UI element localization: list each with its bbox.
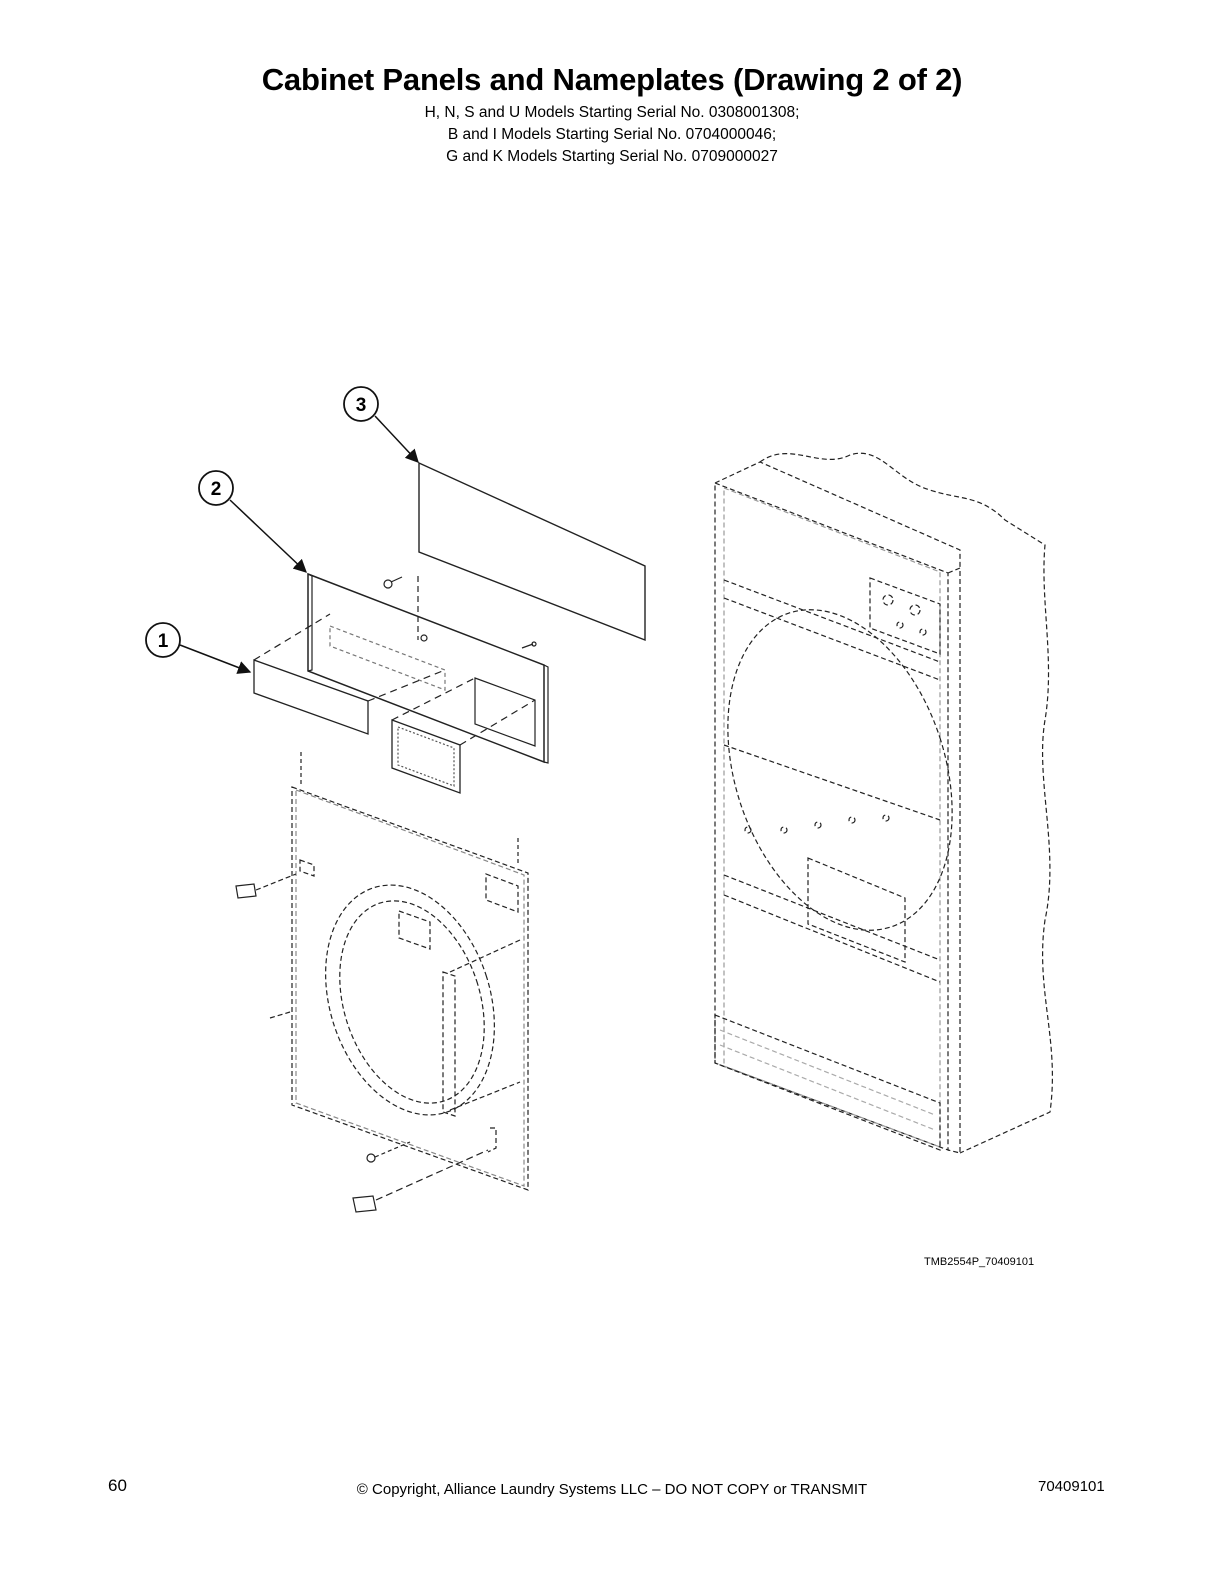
callout-2-label: 2 <box>211 479 222 500</box>
page-number: 60 <box>108 1476 127 1495</box>
display-frame <box>391 677 536 794</box>
subtitle-line-1: H, N, S and U Models Starting Serial No.… <box>424 104 800 121</box>
hinge-icon <box>235 873 297 899</box>
control-panel <box>307 572 549 764</box>
front-panel <box>269 786 529 1191</box>
copyright-notice: © Copyright, Alliance Laundry Systems LL… <box>356 1481 868 1498</box>
callout-1: 1 <box>145 622 252 674</box>
callout-2: 2 <box>198 470 307 573</box>
nameplate-sheet <box>418 461 646 642</box>
drawing-reference: TMB2554P_70409101 <box>924 1256 1034 1268</box>
screw-icon <box>521 641 537 649</box>
page-title: Cabinet Panels and Nameplates (Drawing 2… <box>261 62 963 97</box>
subtitle-line-2: B and I Models Starting Serial No. 07040… <box>447 126 777 143</box>
document-number: 70409101 <box>1038 1478 1105 1495</box>
callout-3-label: 3 <box>356 395 367 416</box>
screw-icon <box>383 576 403 589</box>
subtitle-line-3: G and K Models Starting Serial No. 07090… <box>446 148 778 165</box>
callout-3: 3 <box>343 386 419 463</box>
small-nameplate <box>253 659 369 735</box>
machine-cabinet <box>714 452 1053 1154</box>
screw-icon <box>366 1141 411 1163</box>
callout-1-label: 1 <box>158 631 169 652</box>
latch-icon <box>352 1149 489 1213</box>
